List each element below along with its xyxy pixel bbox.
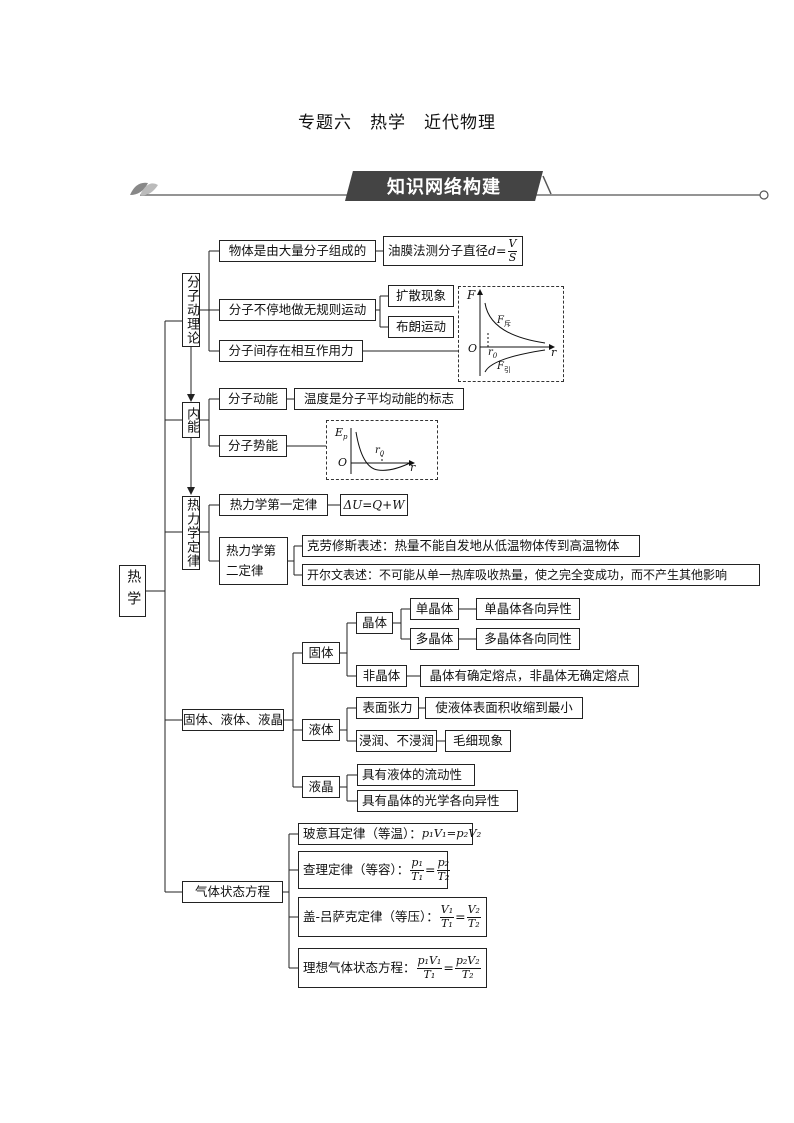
node-poly-crystal-desc: 多晶体各向同性 [476,628,580,650]
energy-axis-label: Ep [335,426,348,442]
node-liquid: 液体 [302,719,340,741]
root-node-thermal: 热学 [119,565,146,617]
force-origin-label: O [468,342,478,355]
node-single-crystal-desc: 单晶体各向异性 [476,598,580,620]
node-first-law: 热力学第一定律 [219,494,328,516]
node-thermodynamic-laws: 热力学定律 [182,496,200,570]
node-liquid-crystal: 液晶 [302,776,340,798]
node-first-law-formula: ΔU=Q+W [340,494,408,516]
repulsion-label: F斥 [497,315,511,328]
node-wetting: 浸润、不浸润 [356,730,437,752]
node-diffusion: 扩散现象 [388,285,454,307]
node-single-crystal: 单晶体 [410,598,459,620]
node-kelvin-statement: 开尔文表述：不可能从单一热库吸收热量，使之完全变成功，而不产生其他影响 [302,564,760,586]
node-gas-state-equations: 气体状态方程 [182,881,283,903]
force-axis-label: F [467,288,476,302]
node-capillary: 毛细现象 [445,730,511,752]
node-clausius-statement: 克劳修斯表述：热量不能自发地从低温物体传到高温物体 [302,535,640,557]
node-brownian-motion: 布朗运动 [388,316,454,338]
node-molecule-composition: 物体是由大量分子组成的 [219,240,376,262]
energy-r-label: r [410,461,416,474]
force-graph-frame [458,286,564,382]
node-boyle-law: 玻意耳定律（等温）：p₁V₁=p₂V₂ [298,823,481,845]
force-r0-label: r0 [488,347,498,360]
node-lc-optical: 具有晶体的光学各向异性 [357,790,518,812]
node-poly-crystal: 多晶体 [410,628,459,650]
force-r-label: r [551,346,557,359]
node-temperature-desc: 温度是分子平均动能的标志 [294,388,464,410]
node-internal-energy: 内能 [182,402,200,438]
energy-r0-label: r0 [375,445,385,458]
node-intermolecular-force: 分子间存在相互作用力 [219,340,363,362]
node-molecular-theory: 分子动理论 [182,273,200,347]
node-amorphous: 非晶体 [356,665,407,687]
node-solid: 固体 [302,642,340,664]
node-molecular-potential-energy: 分子势能 [219,435,287,457]
node-molecular-motion: 分子不停地做无规则运动 [219,299,376,321]
node-surface-tension: 表面张力 [356,697,419,719]
node-crystal: 晶体 [356,612,393,634]
node-molecular-kinetic-energy: 分子动能 [219,388,287,410]
node-lc-fluidity: 具有液体的流动性 [357,764,475,786]
section-banner: 知识网络构建 [345,171,543,201]
node-second-law: 热力学第 二定律 [219,537,288,585]
node-surface-tension-desc: 使液体表面积收缩到最小 [425,697,583,719]
potential-graph-frame [326,420,438,480]
energy-origin-label: O [338,456,348,469]
node-melting-point-desc: 晶体有确定熔点，非晶体无确定熔点 [420,665,639,687]
page-title: 专题六 热学 近代物理 [298,113,496,133]
node-states-of-matter: 固体、液体、液晶 [182,709,284,731]
attraction-label: F引 [497,361,511,374]
